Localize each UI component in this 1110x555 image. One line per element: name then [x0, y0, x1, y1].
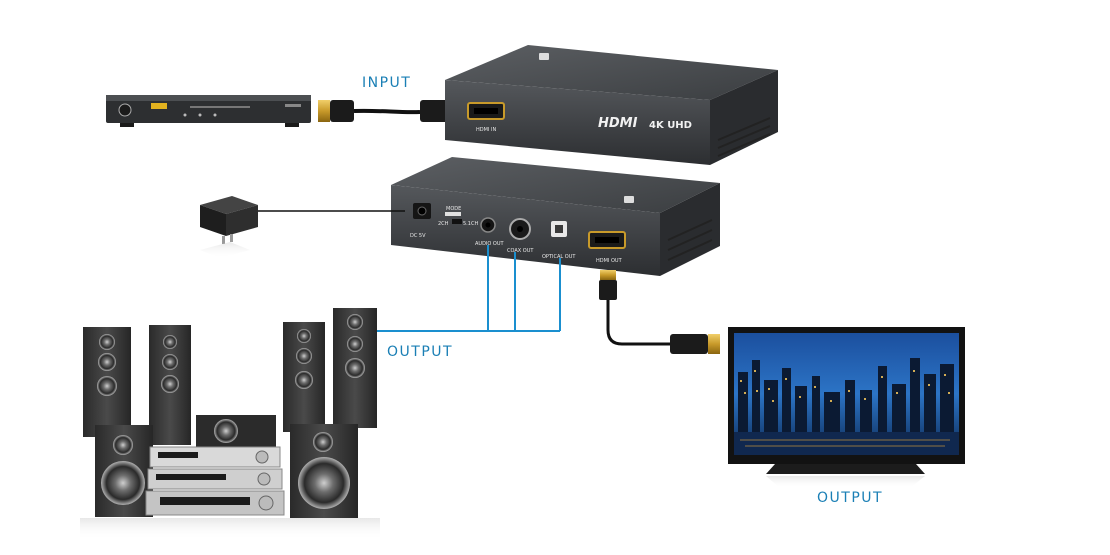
audio-out-label: AUDIO OUT [475, 241, 505, 247]
dc-label: DC 5V [410, 233, 426, 239]
optical-out-label: OPTICAL OUT [542, 254, 576, 260]
hdmi-in-label: HDMI IN [476, 127, 496, 133]
audio-out-port: AUDIO OUT [475, 217, 505, 247]
hdmi-logo: HDMI [598, 116, 638, 131]
brand-badge-icon [624, 196, 634, 203]
mode-switch: MODE 2CH 5.1CH [438, 206, 478, 227]
uhd-logo: 4K UHD [649, 120, 692, 131]
home-theater-speakers-icon [80, 308, 380, 540]
output-speakers-label: OUTPUT [387, 344, 453, 360]
hdmi-output-cable [599, 270, 720, 354]
dc-power-port: DC 5V [410, 203, 431, 239]
output-tv-label: OUTPUT [817, 490, 883, 506]
hdmi-in-port: HDMI IN [467, 102, 505, 133]
brand-badge-icon [539, 53, 549, 60]
optical-out-port: OPTICAL OUT [542, 221, 576, 260]
hdmi-input-cable [318, 100, 462, 122]
audio-output-wires [376, 245, 561, 332]
power-adapter-icon [200, 196, 405, 258]
switch-right-label: 5.1CH [463, 221, 478, 227]
splitter-output-panel: DC 5V MODE 2CH 5.1CH AUDIO OUT COAX OUT … [391, 157, 720, 276]
splitter-input-panel: HDMI IN HDMI 4K UHD [445, 45, 778, 165]
hdmi-out-port: HDMI OUT [588, 231, 626, 264]
switch-title: MODE [446, 206, 461, 212]
dvd-player-icon [106, 95, 311, 127]
hdmi-out-label: HDMI OUT [596, 258, 623, 264]
switch-left-label: 2CH [438, 221, 449, 227]
coax-out-port: COAX OUT [507, 218, 534, 254]
coax-out-label: COAX OUT [507, 248, 534, 254]
television-icon [728, 327, 965, 488]
input-label: INPUT [362, 75, 411, 91]
